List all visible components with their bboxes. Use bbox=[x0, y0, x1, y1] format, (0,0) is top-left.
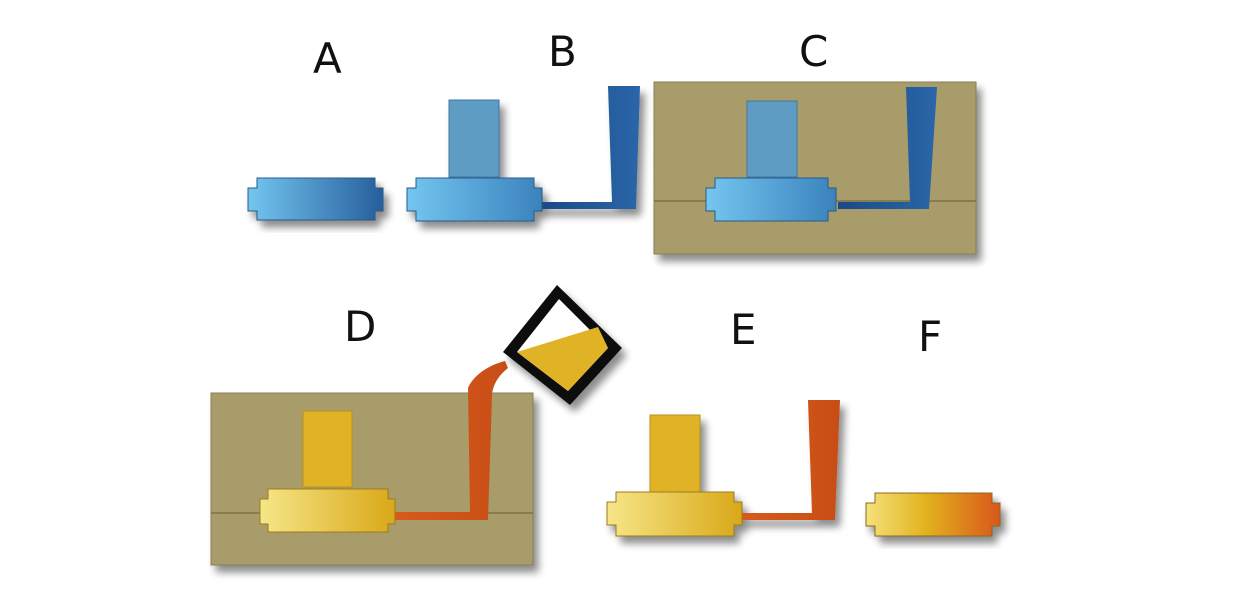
stage-c-sand-mold bbox=[653, 81, 977, 255]
stage-b-pattern-gating bbox=[406, 86, 640, 222]
stage-label-b: B bbox=[548, 27, 577, 76]
stage-label-c: C bbox=[799, 27, 828, 76]
stage-label-d: D bbox=[344, 302, 376, 351]
ladle-icon bbox=[503, 285, 622, 405]
stage-f-finished-casting bbox=[865, 492, 1001, 537]
stage-e-casting bbox=[606, 400, 840, 537]
stage-label-e: E bbox=[730, 305, 757, 354]
stage-label-f: F bbox=[918, 312, 942, 361]
stage-a-pattern bbox=[247, 177, 384, 221]
stage-label-a: A bbox=[313, 34, 342, 83]
stage-d-pouring bbox=[210, 361, 534, 566]
